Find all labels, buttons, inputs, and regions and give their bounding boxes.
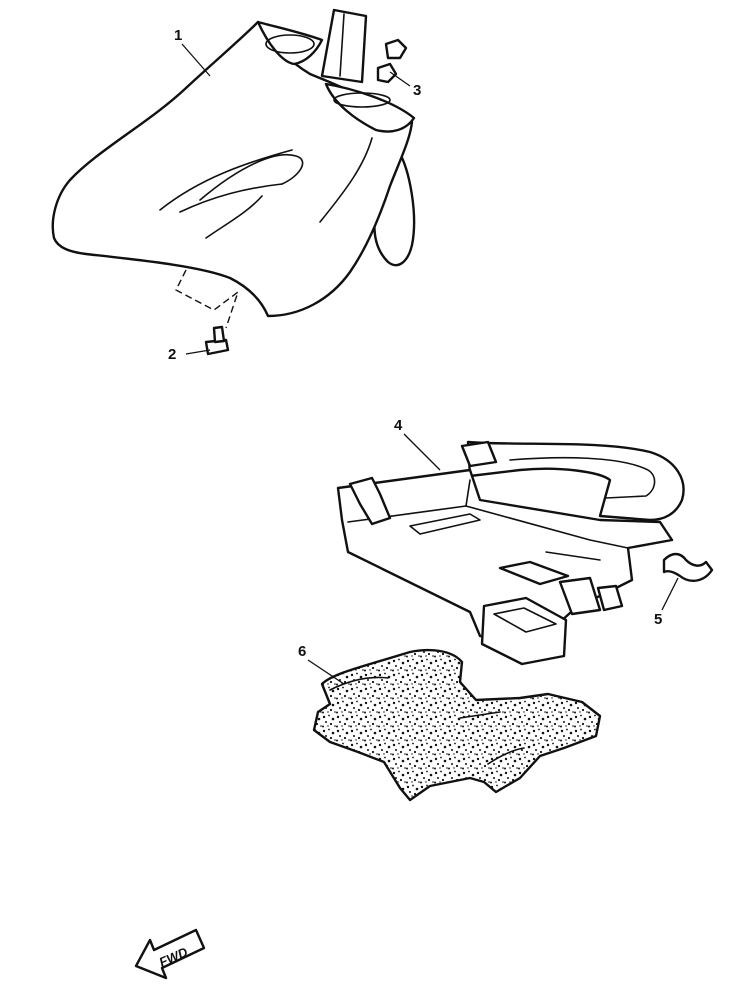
floor-tray-part	[336, 440, 685, 666]
part-number-2: 2	[168, 346, 176, 363]
part-number-1: 1	[174, 27, 182, 44]
part-number-6: 6	[298, 643, 306, 660]
leader-lines	[181, 43, 679, 685]
floor-mat-part	[312, 648, 602, 802]
front-cover-part	[51, 8, 416, 329]
nut-part	[376, 38, 408, 84]
clip-part	[662, 552, 714, 582]
forward-arrow-icon: FWD	[134, 928, 206, 980]
part-number-5: 5	[654, 611, 662, 628]
part-number-3: 3	[413, 82, 421, 99]
part-number-4: 4	[394, 417, 403, 434]
